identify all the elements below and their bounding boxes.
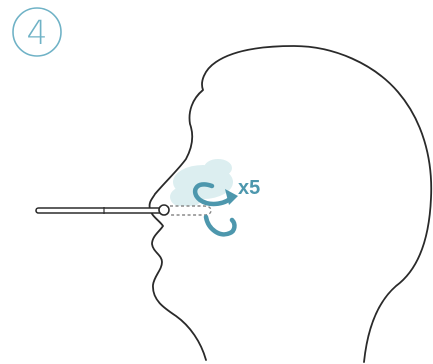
step-number: 4 — [27, 13, 48, 52]
swab — [35, 204, 212, 216]
swab-stick — [35, 207, 167, 214]
step-badge: 4 — [12, 7, 62, 57]
head-profile-outline — [148, 45, 433, 363]
swab-tip-inside-nose — [170, 205, 212, 216]
nasal-mist — [170, 159, 233, 208]
swab-nostril-entry — [158, 204, 170, 216]
rotation-count-label: x5 — [238, 177, 260, 199]
rotate-arrow-icon — [192, 182, 238, 237]
step-circle — [12, 7, 62, 57]
